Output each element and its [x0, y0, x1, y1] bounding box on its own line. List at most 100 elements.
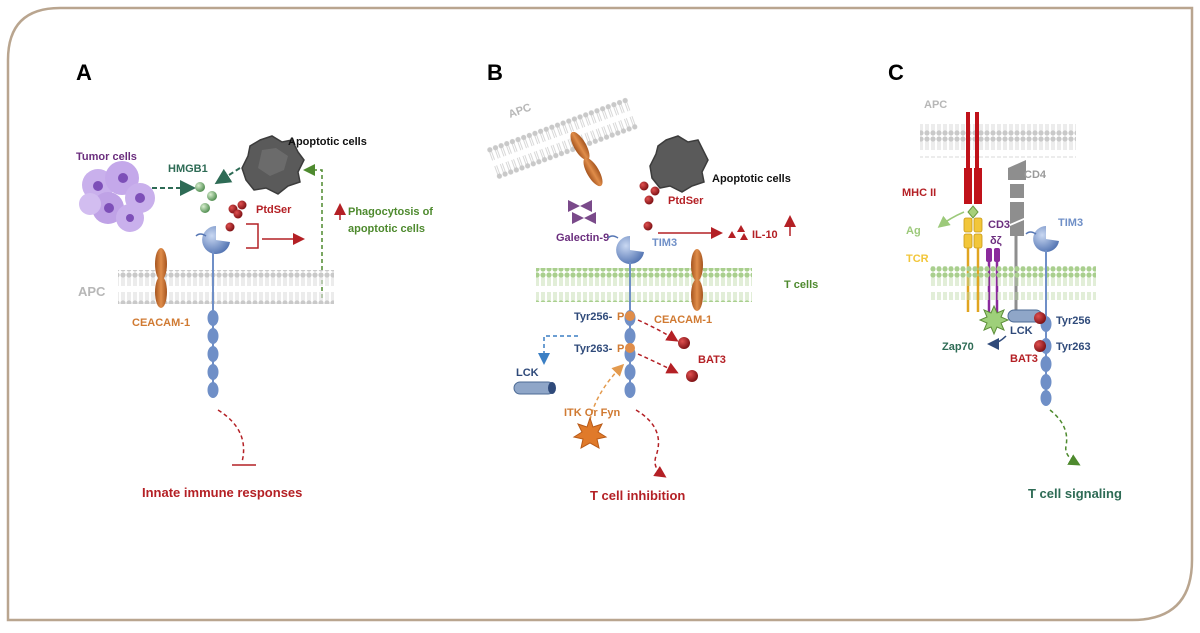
tyr263-p-label: P [617, 343, 624, 355]
panel-b-letter: B [487, 60, 503, 85]
ptdser-ball [643, 221, 653, 231]
receptor-hook [195, 233, 207, 237]
cd4-domain [1008, 160, 1026, 180]
tcell-membrane [536, 268, 752, 302]
tim3-bead [207, 346, 219, 362]
receptor-hook [607, 235, 619, 239]
bat3-label: BAT3 [1010, 353, 1038, 365]
il10-triangle [737, 225, 745, 232]
tyr263-label: Tyr263 [1056, 341, 1091, 353]
phospho-site [625, 311, 635, 321]
t-cells-label: T cells [784, 279, 818, 291]
hmgb1-ball [195, 182, 205, 192]
hmgb1-label: HMGB1 [168, 163, 208, 175]
galectin9-label: Galectin-9 [556, 232, 609, 244]
ptdser-label: PtdSer [256, 204, 292, 216]
galectin-ligand-icon [570, 131, 590, 161]
ptdser-ball [233, 209, 243, 219]
apoptotic-cells-label: Apoptotic cells [288, 136, 367, 148]
mhc2-domain [974, 168, 982, 204]
tyr263-label: Tyr263- [574, 343, 613, 355]
apoptotic-cells-label: Apoptotic cells [712, 173, 791, 185]
panel-b: B APC Galectin-9 Apoptotic cells PtdSer … [486, 60, 818, 503]
apc-label: APC [507, 102, 533, 121]
apc-membrane [486, 96, 639, 180]
lck-label: LCK [516, 367, 539, 379]
tim3-bead [1040, 374, 1052, 390]
panel-c: C APC MHC II Ag TCR CD3 δζ [888, 60, 1122, 501]
panel-c-letter: C [888, 60, 904, 85]
apc-label: APC [924, 99, 947, 111]
tim3-bead [207, 364, 219, 380]
cd3-domain [986, 248, 992, 262]
tim3-bead [207, 328, 219, 344]
bat3-ball [1034, 340, 1046, 352]
delta-zeta-label: δζ [990, 235, 1002, 247]
ceacam1-icon [691, 249, 703, 281]
hmgb1-ball [207, 191, 217, 201]
zap70-star-icon [978, 304, 1010, 336]
outer-frame [6, 6, 1194, 622]
inhibition-line [217, 409, 245, 463]
bat3-ball [678, 337, 690, 349]
tim3-bead [1040, 356, 1052, 372]
cd3-domain [994, 248, 1000, 262]
ceacam1-icon [691, 279, 703, 311]
tcr-domain [963, 217, 973, 233]
tim3-receptor [202, 226, 230, 254]
ceacam1-icon [155, 248, 167, 280]
tcr-domain [963, 233, 973, 249]
il10-triangle [740, 233, 748, 240]
zap70-arrow [987, 335, 1007, 350]
tim3-bead [624, 364, 636, 380]
cd3-label: CD3 [988, 219, 1010, 231]
ptdser-bracket [246, 223, 259, 249]
bat3-label: BAT3 [698, 354, 726, 366]
bat3-ball [1034, 312, 1046, 324]
tim3-bead [207, 310, 219, 326]
itk-fyn-star-icon [572, 416, 608, 449]
itk-fyn-label: ITK Or Fyn [564, 407, 621, 419]
cd4-domain [1010, 184, 1024, 198]
bat3-arrow [637, 353, 679, 374]
tim3-bead [624, 382, 636, 398]
antigen-icon [967, 205, 979, 219]
t-cell-inhibition-label: T cell inhibition [590, 488, 685, 503]
bat3-ball [686, 370, 698, 382]
ceacam1-label: CEACAM-1 [132, 317, 190, 329]
ag-label: Ag [906, 225, 921, 237]
ptdser-ball [650, 186, 660, 196]
tim3-bead [207, 382, 219, 398]
ptdser-ball [644, 195, 654, 205]
panel-a: A Tumor cells HMGB1 Apoptotic cells [76, 60, 433, 500]
antigen-arrow [937, 211, 965, 228]
tim3-bead [1040, 390, 1052, 406]
phospho-site [625, 343, 635, 353]
panel-a-letter: A [76, 60, 92, 85]
ptdser-ball [225, 222, 235, 232]
tyr256-label: Tyr256 [1056, 315, 1091, 327]
ceacam1-label: CEACAM-1 [654, 314, 712, 326]
mhc2-label: MHC II [902, 187, 936, 199]
tim3-receptor [616, 236, 644, 264]
apc-membrane [920, 124, 1076, 158]
apoptotic-cell-icon [649, 135, 709, 193]
galectin9-icon [568, 200, 596, 224]
il10-label: IL-10 [752, 229, 778, 241]
cd4-label: CD4 [1024, 169, 1047, 181]
ptdser-ball [237, 200, 247, 210]
tcr-label: TCR [906, 253, 929, 265]
tcr-domain [973, 217, 983, 233]
lck-label: LCK [1010, 325, 1033, 337]
tumor-cells-label: Tumor cells [76, 151, 137, 163]
tim3-receptor [1033, 226, 1059, 252]
ceacam1-icon [155, 276, 167, 308]
apc-label: APC [78, 284, 106, 299]
zap70-label: Zap70 [942, 341, 974, 353]
itk-fyn-arrow [589, 363, 625, 421]
bat3-arrow [637, 319, 679, 342]
phagocytosis-label-line1: Phagocytosis of [348, 206, 433, 218]
t-cell-signaling-label: T cell signaling [1028, 486, 1122, 501]
